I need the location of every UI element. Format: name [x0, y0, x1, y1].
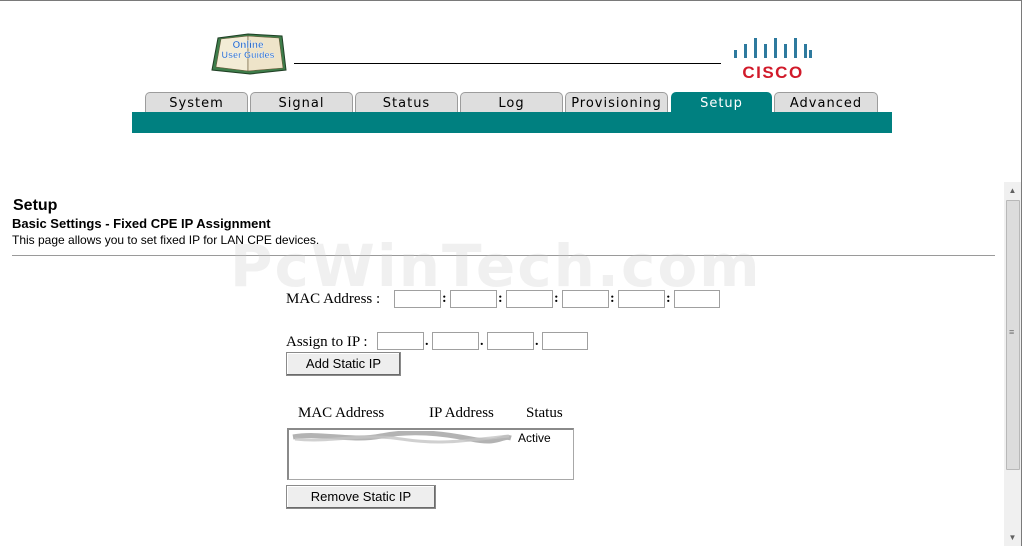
column-header-mac: MAC Address	[298, 405, 385, 421]
online-user-guides-logo[interactable]: Online User Guides	[208, 30, 290, 76]
column-header-status: Status	[526, 405, 563, 421]
cisco-bars-icon	[734, 38, 812, 58]
page-title: Setup	[13, 197, 58, 214]
grip-icon: ≡	[1009, 327, 1015, 337]
page-subtitle: Basic Settings - Fixed CPE IP Assignment	[12, 216, 271, 231]
mac-field-4[interactable]	[562, 290, 609, 308]
tab-provisioning[interactable]: Provisioning	[565, 92, 668, 112]
ip-field-4[interactable]	[542, 332, 588, 350]
ip-field-1[interactable]	[377, 332, 424, 350]
ip-separator: .	[535, 334, 539, 349]
column-header-ip: IP Address	[429, 405, 494, 421]
scroll-up-icon[interactable]: ▲	[1008, 186, 1017, 195]
logo-text-line2: User Guides	[221, 50, 274, 60]
cisco-wordmark: CISCO	[742, 63, 804, 82]
remove-static-ip-button[interactable]: Remove Static IP	[286, 485, 436, 509]
section-divider	[12, 255, 995, 256]
cisco-logo: CISCO	[732, 38, 814, 82]
assign-ip-label: Assign to IP :	[286, 334, 368, 350]
ip-separator: .	[480, 334, 484, 349]
mac-field-6[interactable]	[674, 290, 720, 308]
tab-system[interactable]: System	[145, 92, 248, 112]
mac-address-label: MAC Address :	[286, 291, 381, 307]
tab-setup[interactable]: Setup	[671, 92, 772, 112]
nav-bar	[132, 112, 892, 133]
mac-field-2[interactable]	[450, 290, 497, 308]
tab-advanced[interactable]: Advanced	[774, 92, 878, 112]
tab-signal[interactable]: Signal	[250, 92, 353, 112]
ip-field-3[interactable]	[487, 332, 534, 350]
ip-separator: .	[425, 334, 429, 349]
mac-separator: :	[666, 291, 671, 306]
redacted-entry	[292, 431, 512, 444]
window-top-border	[0, 0, 1022, 1]
mac-field-5[interactable]	[618, 290, 665, 308]
tab-status[interactable]: Status	[355, 92, 458, 112]
scroll-down-icon[interactable]: ▼	[1008, 533, 1017, 542]
mac-separator: :	[554, 291, 559, 306]
scrollbar-thumb[interactable]	[1006, 200, 1020, 470]
tab-log[interactable]: Log	[460, 92, 563, 112]
logo-text-line1: Online	[232, 40, 264, 51]
list-item-status: Active	[518, 431, 551, 445]
page-description: This page allows you to set fixed IP for…	[12, 233, 320, 247]
mac-separator: :	[442, 291, 447, 306]
mac-field-1[interactable]	[394, 290, 441, 308]
mac-field-3[interactable]	[506, 290, 553, 308]
add-static-ip-button[interactable]: Add Static IP	[286, 352, 401, 376]
mac-separator: :	[498, 291, 503, 306]
header-divider	[294, 63, 721, 64]
ip-field-2[interactable]	[432, 332, 479, 350]
mac-separator: :	[610, 291, 615, 306]
